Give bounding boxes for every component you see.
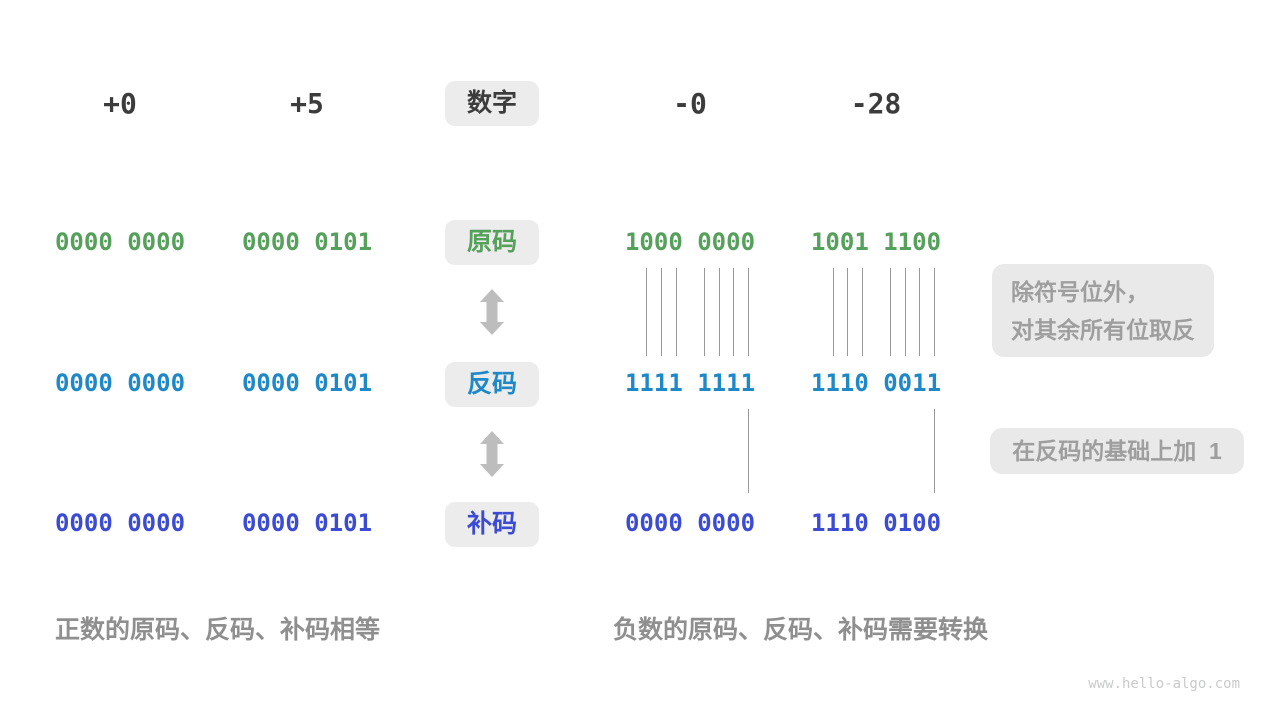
header-neg-twenty-eight: -28: [850, 87, 902, 120]
bit-line: [833, 268, 834, 356]
invert-bits-note-line2: 对其余所有位取反: [1011, 316, 1195, 343]
ones-complement-neg-zero: 1111 1111: [624, 369, 756, 397]
bit-line: [934, 268, 935, 356]
bit-line: [733, 268, 734, 356]
bit-line: [748, 268, 749, 356]
ones-complement-pos-zero: 0000 0000: [54, 369, 186, 397]
header-pos-zero: +0: [103, 87, 137, 120]
sign-magnitude-pos-five: 0000 0101: [241, 228, 373, 256]
invert-bits-note: 除符号位外， 对其余所有位取反: [992, 264, 1214, 357]
header-pos-five: +5: [290, 87, 324, 120]
caption-positive-numbers: 正数的原码、反码、补码相等: [55, 616, 381, 644]
bit-line: [704, 268, 705, 356]
twos-complement-neg-zero: 0000 0000: [624, 509, 756, 537]
sign-magnitude-pill: 原码: [445, 220, 539, 265]
site-watermark: www.hello-algo.com: [1088, 676, 1240, 692]
sign-magnitude-pos-zero: 0000 0000: [54, 228, 186, 256]
twos-complement-pos-zero: 0000 0000: [54, 509, 186, 537]
header-number-label: 数字: [466, 89, 517, 117]
caption-negative-numbers: 负数的原码、反码、补码需要转换: [613, 616, 989, 644]
bit-line: [905, 268, 906, 356]
bit-line: [719, 268, 720, 356]
twos-complement-pill: 补码: [445, 502, 539, 547]
bit-line: [646, 268, 647, 356]
bit-line: [661, 268, 662, 356]
ones-complement-neg-twenty-eight: 1110 0011: [810, 369, 942, 397]
double-arrow-icon: [480, 289, 504, 335]
add-one-line-neg-twenty-eight: [934, 409, 935, 493]
ones-complement-label: 反码: [466, 370, 517, 398]
add-one-note-text: 在反码的基础上加 1: [1012, 438, 1222, 464]
header-number-pill: 数字: [445, 81, 539, 126]
add-one-line-neg-zero: [748, 409, 749, 493]
bit-line: [862, 268, 863, 356]
sign-magnitude-neg-twenty-eight: 1001 1100: [810, 228, 942, 256]
invert-bits-note-line1: 除符号位外，: [1011, 278, 1149, 305]
double-arrow-icon: [480, 431, 504, 477]
ones-complement-pos-five: 0000 0101: [241, 369, 373, 397]
twos-complement-label: 补码: [466, 510, 517, 538]
add-one-note: 在反码的基础上加 1: [990, 428, 1244, 474]
ones-complement-pill: 反码: [445, 362, 539, 407]
header-neg-zero: -0: [673, 87, 707, 120]
sign-magnitude-label: 原码: [466, 228, 517, 256]
bit-line: [676, 268, 677, 356]
twos-complement-neg-twenty-eight: 1110 0100: [810, 509, 942, 537]
bit-line: [919, 268, 920, 356]
sign-magnitude-neg-zero: 1000 0000: [624, 228, 756, 256]
twos-complement-pos-five: 0000 0101: [241, 509, 373, 537]
bit-line: [847, 268, 848, 356]
bit-line: [890, 268, 891, 356]
